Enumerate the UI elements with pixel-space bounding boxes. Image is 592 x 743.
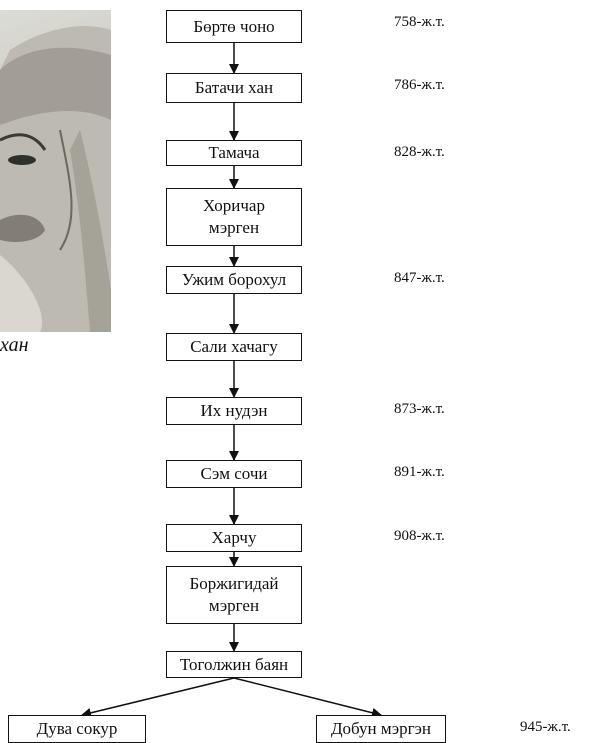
tree-node-borte-chono: Бөртө чоно [166, 10, 302, 43]
tree-node-dobun-mergen: Добун мэргэн [316, 715, 446, 743]
tree-node-sem-sochi: Сэм сочи [166, 460, 302, 488]
year-label-sem-sochi: 891-ж.т. [394, 464, 445, 480]
year-label-tamacha: 828-ж.т. [394, 144, 445, 160]
edge-togolzhin-bayan-to-dobun-mergen [233, 677, 382, 718]
year-label-batachi-han: 786-ж.т. [394, 77, 445, 93]
tree-node-tamacha: Тамача [166, 140, 302, 166]
portrait-image [0, 10, 111, 332]
tree-node-ih-nuden: Их нудэн [166, 397, 302, 425]
tree-node-harchu: Харчу [166, 524, 302, 552]
year-label-harchu: 908-ж.т. [394, 528, 445, 544]
tree-node-borzhigidai-mergen: Боржигидай мэрген [166, 566, 302, 624]
tree-node-batachi-han: Батачи хан [166, 73, 302, 103]
portrait-drawing [0, 26, 111, 332]
year-label-dobun-mergen: 945-ж.т. [520, 719, 571, 735]
portrait-caption: хан [0, 334, 29, 356]
tree-node-duva-sokur: Дува сокур [8, 715, 146, 743]
tree-node-togolzhin-bayan: Тоголжин баян [166, 651, 302, 678]
year-label-ih-nuden: 873-ж.т. [394, 401, 445, 417]
year-label-borte-chono: 758-ж.т. [394, 14, 445, 30]
tree-node-sali-hachagu: Сали хачагу [166, 333, 302, 361]
tree-node-uzhim-borohul: Ужим борохул [166, 266, 302, 294]
year-label-uzhim-borohul: 847-ж.т. [394, 270, 445, 286]
tree-node-horichar-mergen: Хоричар мэрген [166, 188, 302, 246]
edge-togolzhin-bayan-to-duva-sokur [81, 677, 235, 718]
